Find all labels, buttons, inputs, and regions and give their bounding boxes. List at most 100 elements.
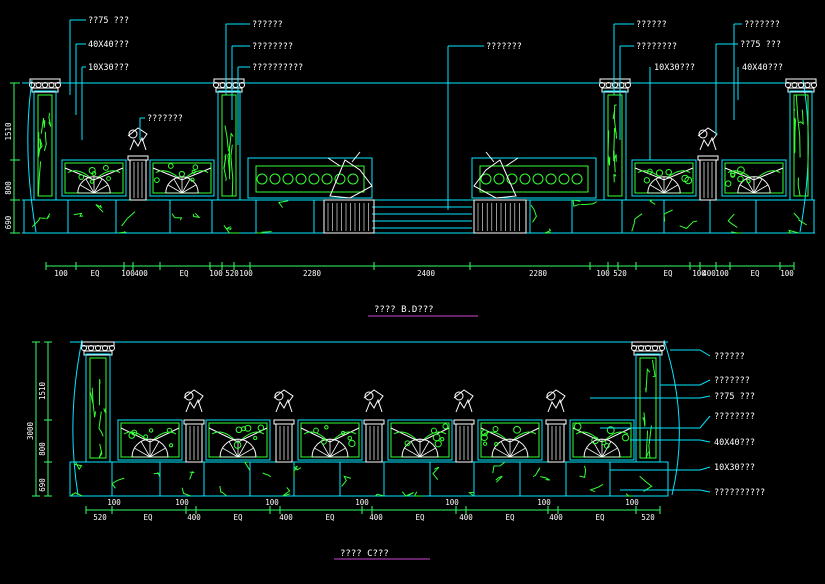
rail-flower (348, 439, 356, 448)
rail-flower (730, 172, 736, 178)
hedge-shrub (256, 173, 268, 185)
callout-label: ??????? (486, 42, 522, 52)
callout-label: 10X30??? (714, 463, 755, 473)
rail-panel (149, 159, 215, 197)
marble-vein (663, 209, 673, 222)
rail-flower (483, 441, 488, 446)
marble-vein (793, 212, 807, 226)
dim-text: 400 (187, 513, 201, 522)
marble-vein (37, 161, 42, 197)
rail-flower (621, 433, 630, 442)
capital-band (215, 87, 243, 93)
sculpture-wing (273, 389, 294, 404)
rail-ornament (393, 431, 418, 441)
sculpture-wing (127, 127, 148, 142)
dim-text: 100 (692, 269, 706, 278)
dim-text: EQ (143, 513, 153, 522)
pedestal-body (699, 159, 717, 201)
dim-text: 100 (107, 498, 121, 507)
rail-ornament (155, 170, 180, 179)
rail-fan-spoke (410, 441, 421, 458)
hedge-shrub (347, 173, 359, 185)
rail-flower (78, 174, 85, 180)
plinth-tile (755, 199, 815, 234)
rail-flower (128, 432, 136, 439)
marble-vein (341, 475, 352, 487)
hedge-shrub (532, 173, 544, 185)
pedestal-body (275, 423, 293, 463)
plinth-tile (255, 199, 315, 234)
callout-label: ?????? (714, 352, 745, 362)
marble-vein (225, 226, 232, 230)
dim-text: 400 (702, 269, 716, 278)
marble-vein (645, 367, 651, 393)
dim-text: 400 (549, 513, 563, 522)
dim-text: 1510 (38, 381, 47, 400)
rail-fan-spoke (237, 441, 248, 458)
rail-flower (434, 440, 442, 448)
dim-text: 100 (625, 498, 639, 507)
column-shaft (603, 90, 627, 201)
callout-label: ?????????? (252, 63, 303, 73)
rail-fan-spoke (601, 441, 612, 458)
rail-fan-spoke (181, 184, 197, 194)
rail-fan-spoke (222, 447, 239, 458)
marble-vein (48, 112, 52, 127)
marble-vein (98, 378, 101, 406)
rail-flower (190, 177, 195, 182)
marble-vein (613, 150, 617, 162)
pedestal-body (365, 423, 383, 463)
rail-flower (192, 164, 199, 170)
rail-flower (257, 424, 265, 432)
marble-vein (121, 211, 136, 227)
marble-vein (579, 465, 587, 479)
marble-vein (625, 493, 633, 497)
rail-flower (191, 169, 196, 174)
dim-text: 2280 (303, 269, 322, 278)
rail-flower (91, 171, 97, 176)
marble-vein (223, 154, 227, 182)
rail-flower (591, 436, 599, 445)
capital-band (633, 350, 663, 356)
dim-text: 400 (369, 513, 383, 522)
rail-flower (494, 442, 499, 447)
hedge-shrub (558, 173, 570, 185)
rail-fan-spoke (419, 441, 430, 458)
marble-vein (111, 477, 125, 489)
rail-flower (481, 429, 488, 437)
marble-vein (798, 109, 804, 126)
rail-panel (61, 159, 127, 197)
leader-line (600, 415, 711, 429)
capital-band (83, 350, 113, 356)
rail-flower (244, 424, 252, 432)
rail-flower (320, 438, 327, 445)
dim-text: 800 (4, 181, 13, 195)
column-shaft (217, 90, 241, 201)
marble-vein (38, 132, 41, 157)
marble-vein (118, 231, 127, 234)
rail-ornament (512, 431, 537, 441)
callout-label: ?????? (636, 20, 667, 30)
dim-text: 100 (355, 498, 369, 507)
rail-ornament (240, 431, 265, 441)
dim-text: 520 (93, 513, 107, 522)
rail-fan-spoke (663, 178, 673, 194)
dim-text: EQ (415, 513, 425, 522)
rail-ornament (575, 431, 600, 441)
rail-fan-spoke (329, 441, 340, 458)
marble-vein (227, 152, 231, 180)
rail-fan-spoke (85, 178, 95, 194)
callout-label: 40X40??? (742, 63, 783, 73)
rail-flower (606, 426, 615, 435)
hedge-shrub (282, 173, 294, 185)
rail-flower (430, 427, 437, 434)
marble-vein (432, 466, 440, 481)
callout-label: ???????? (714, 412, 755, 422)
callout-label: ??75 ??? (714, 392, 755, 402)
dim-text: 100 (121, 269, 135, 278)
pedestal-body (185, 423, 203, 463)
pedestal-body (129, 159, 147, 201)
rail-fan-spoke (739, 184, 755, 194)
marble-vein (639, 475, 653, 492)
rail-fan-spoke (79, 184, 95, 194)
